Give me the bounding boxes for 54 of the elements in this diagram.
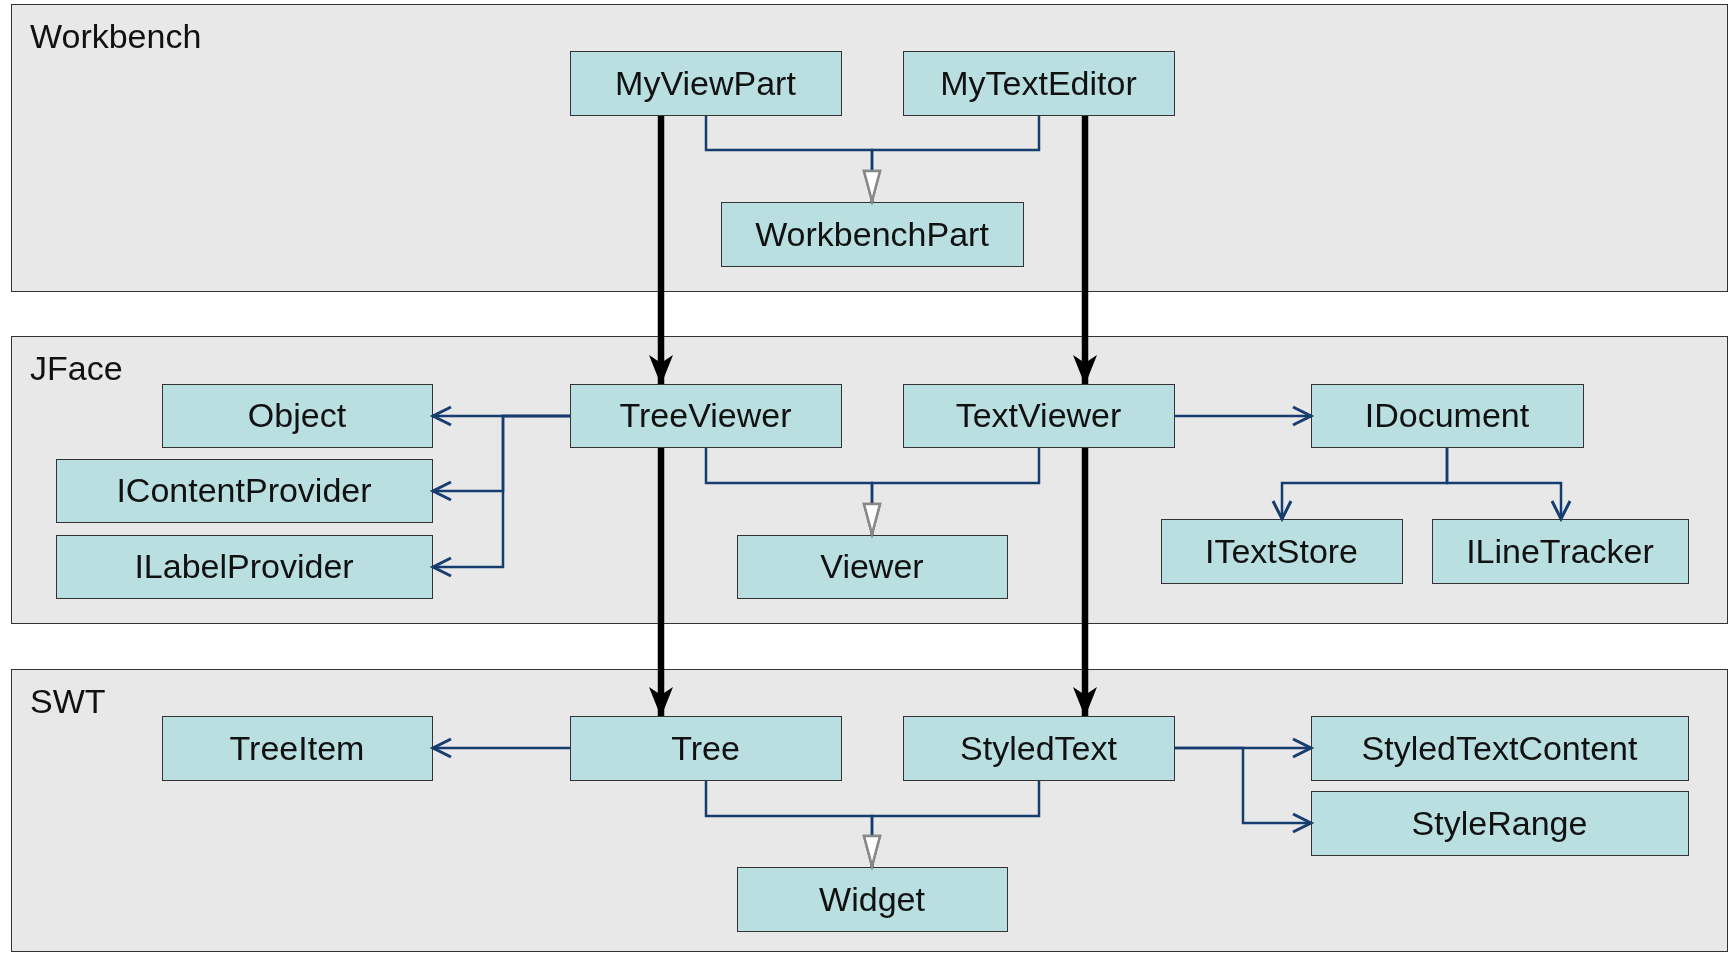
layer-panel bbox=[11, 4, 1728, 292]
inheritance-arrow bbox=[862, 781, 1041, 868]
class-box bbox=[1431, 518, 1689, 584]
class-box bbox=[55, 534, 433, 599]
class-name: TextViewer bbox=[955, 396, 1122, 435]
arrow bbox=[649, 116, 673, 385]
class-name: ILineTracker bbox=[1466, 531, 1654, 571]
class-box bbox=[569, 715, 842, 781]
class-name: WorkbenchPart bbox=[755, 214, 989, 254]
class-box bbox=[720, 201, 1024, 267]
layer-title: SWT bbox=[30, 682, 106, 721]
class-name: StyledText bbox=[960, 728, 1117, 768]
class-box bbox=[902, 383, 1175, 448]
class-box bbox=[55, 458, 433, 523]
arrow bbox=[1073, 448, 1097, 717]
class-box bbox=[902, 50, 1175, 116]
class-box bbox=[569, 383, 842, 448]
class-box bbox=[1310, 790, 1689, 856]
class-name: StyledTextContent bbox=[1361, 728, 1638, 768]
class-box bbox=[161, 383, 433, 448]
arrow bbox=[1445, 448, 1572, 521]
layer-panel bbox=[11, 336, 1728, 624]
layer-title: JFace bbox=[30, 349, 123, 388]
class-name: StyleRange bbox=[1411, 803, 1588, 843]
class-box bbox=[902, 715, 1175, 781]
class-name: IDocument bbox=[1364, 396, 1530, 435]
class-name: ITextStore bbox=[1204, 531, 1359, 571]
arrow bbox=[1175, 746, 1313, 834]
class-name: ILabelProvider bbox=[134, 547, 354, 586]
class-box bbox=[1310, 715, 1689, 781]
layer-panel bbox=[11, 669, 1728, 952]
class-name: IContentProvider bbox=[116, 471, 372, 510]
class-name: Object bbox=[247, 396, 347, 435]
class-name: Viewer bbox=[820, 547, 924, 586]
class-box bbox=[161, 715, 433, 781]
class-name: MyViewPart bbox=[615, 63, 796, 103]
class-name: Tree bbox=[671, 728, 740, 768]
inheritance-arrow bbox=[862, 448, 1041, 536]
class-name: TreeViewer bbox=[619, 396, 792, 435]
arrow bbox=[1073, 116, 1097, 385]
class-box bbox=[1160, 518, 1403, 584]
class-box bbox=[736, 866, 1008, 932]
class-name: MyTextEditor bbox=[940, 63, 1137, 103]
arrow bbox=[649, 448, 673, 717]
class-name: TreeItem bbox=[229, 728, 365, 768]
class-box bbox=[1310, 383, 1584, 448]
inheritance-arrow bbox=[862, 116, 1041, 203]
arrow bbox=[431, 414, 570, 578]
layer-title: Workbench bbox=[30, 17, 202, 56]
class-box bbox=[569, 50, 842, 116]
arrow bbox=[431, 737, 570, 759]
class-box bbox=[736, 534, 1008, 599]
arrow bbox=[1175, 405, 1313, 427]
class-name: Widget bbox=[819, 879, 925, 919]
